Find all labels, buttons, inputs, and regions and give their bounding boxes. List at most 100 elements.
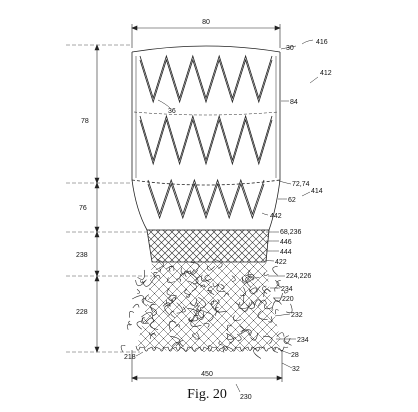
figure-caption: Fig. 20 bbox=[187, 387, 227, 402]
fringe-curl bbox=[187, 308, 197, 317]
fringe-curl bbox=[155, 268, 161, 273]
fringe-curl bbox=[145, 317, 155, 324]
fringe-curl bbox=[184, 270, 189, 278]
fringe-curl bbox=[120, 344, 126, 352]
mesh-strand bbox=[107, 230, 139, 262]
mesh-strand bbox=[114, 230, 146, 262]
fringe-curl bbox=[271, 300, 282, 311]
fringe-curl bbox=[153, 271, 158, 278]
mesh-strand bbox=[260, 230, 269, 262]
fringe-curl bbox=[222, 345, 228, 353]
fringe-curl bbox=[140, 280, 146, 284]
dimension-lines bbox=[66, 24, 283, 382]
mesh-strand bbox=[246, 230, 269, 262]
fringe-curl bbox=[283, 290, 289, 294]
fringe-curl bbox=[206, 265, 216, 271]
fringe-curl bbox=[179, 340, 184, 347]
label-232: 232 bbox=[291, 312, 303, 319]
skirt-strand bbox=[303, 262, 393, 352]
label-68-236: 68,236 bbox=[280, 229, 302, 236]
skirt-strand bbox=[137, 262, 169, 353]
fringe-curl bbox=[190, 319, 202, 327]
fringe-curl bbox=[168, 296, 174, 302]
fringe-curl bbox=[263, 272, 269, 276]
fringe-curl bbox=[126, 324, 131, 330]
fringe-curl bbox=[224, 292, 230, 297]
label-218: 218 bbox=[124, 354, 136, 361]
fringe-curl bbox=[149, 321, 159, 330]
label-36: 36 bbox=[168, 108, 176, 115]
skirt-strand bbox=[330, 262, 418, 352]
fringe-curl bbox=[128, 320, 132, 326]
label-412: 412 bbox=[320, 70, 332, 77]
skirt-strand bbox=[137, 262, 205, 353]
fringe-curl bbox=[136, 289, 140, 295]
fringe-curl bbox=[175, 324, 181, 328]
skirt-strand bbox=[137, 262, 178, 353]
fringe-skirt bbox=[120, 258, 418, 359]
skirt-strand bbox=[266, 262, 282, 353]
fringe-curl bbox=[155, 258, 164, 269]
skirt-strand bbox=[140, 262, 232, 353]
fringe-curl bbox=[194, 331, 200, 340]
fringe-curl bbox=[276, 280, 282, 289]
skirt-strand bbox=[321, 262, 411, 352]
skirt-strand bbox=[312, 262, 402, 352]
fringe-curl bbox=[184, 288, 191, 295]
fringe-curl bbox=[197, 305, 205, 312]
fringe-curl bbox=[268, 316, 273, 323]
fringe-curl bbox=[214, 259, 223, 269]
skirt-strand bbox=[137, 262, 178, 353]
zigzag-strut bbox=[139, 114, 273, 162]
mesh-strand bbox=[114, 230, 146, 262]
skirt-strand bbox=[167, 262, 259, 353]
fringe-curl bbox=[257, 310, 268, 320]
mesh-strand bbox=[310, 230, 342, 262]
tapered-section bbox=[131, 179, 281, 231]
mesh-strand bbox=[100, 230, 132, 262]
fringe-curl bbox=[233, 315, 242, 321]
fringe-curl bbox=[198, 297, 206, 309]
fringe-curl bbox=[132, 303, 140, 309]
fringe-curl bbox=[200, 284, 206, 288]
fringe-curl bbox=[249, 299, 255, 309]
label-444: 444 bbox=[280, 249, 292, 256]
skirt-strand bbox=[185, 262, 277, 353]
mesh-strand bbox=[317, 230, 349, 262]
fringe-curl bbox=[248, 286, 260, 295]
fringe-curl bbox=[206, 290, 212, 294]
fringe-curl bbox=[283, 337, 291, 344]
skirt-strand bbox=[149, 262, 241, 353]
fringe-curl bbox=[262, 335, 273, 345]
fringe-curl bbox=[187, 280, 197, 292]
zigzag-crowns bbox=[139, 54, 273, 220]
fringe-curl bbox=[190, 262, 200, 271]
label-234-top: 234 bbox=[281, 286, 293, 293]
fringe-curl bbox=[203, 311, 214, 322]
fringe-curl bbox=[137, 269, 145, 280]
fringe-curl bbox=[165, 265, 175, 271]
zigzag-strut bbox=[147, 178, 265, 216]
fringe-curl bbox=[220, 284, 225, 290]
zigzag-strut bbox=[139, 54, 273, 100]
skirt-strand bbox=[321, 262, 411, 352]
fringe-curl bbox=[187, 269, 195, 274]
skirt-strand bbox=[137, 262, 169, 353]
fringe-curl bbox=[197, 311, 204, 320]
fringe-curl bbox=[286, 303, 293, 314]
fringe-curl bbox=[227, 324, 232, 332]
mesh-strand bbox=[310, 230, 342, 262]
skirt-strand bbox=[239, 262, 282, 353]
label-224-226: 224,226 bbox=[286, 273, 311, 280]
fringe-curl bbox=[218, 340, 223, 346]
fringe-curl bbox=[245, 274, 255, 281]
fringe-curl bbox=[210, 300, 217, 311]
fringe-curl bbox=[237, 333, 242, 342]
fringe-curl bbox=[149, 306, 157, 317]
skirt-strand bbox=[312, 262, 402, 352]
label-84: 84 bbox=[290, 99, 298, 106]
label-416: 416 bbox=[316, 39, 328, 46]
fringe-curl bbox=[167, 277, 175, 283]
